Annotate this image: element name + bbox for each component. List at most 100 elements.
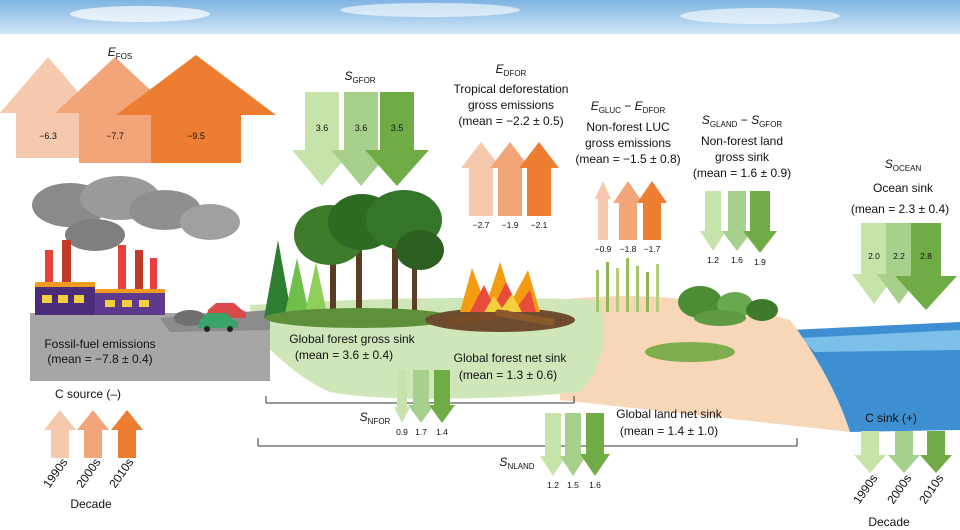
efos-mean: (mean = −7.8 ± 0.4) [47,352,152,366]
conifer-tree [264,240,292,318]
burning-log [495,309,555,326]
legend-source-decade-3: 2010s [106,456,136,491]
snfor-value-1: 0.9 [396,427,408,437]
sgland-value-3: 1.9 [754,257,766,267]
sgfor-symbol: SGFOR [344,69,375,85]
factory-window [74,295,84,303]
legend-sink-decade-1: 1990s [850,472,880,507]
edfor-arrows: −2.7−1.9−2.1 [461,142,559,230]
snland-value-1: 1.2 [547,480,559,490]
egluc-caption-2: gross emissions [585,136,671,150]
sgfor-mean: (mean = 3.6 ± 0.4) [295,348,393,362]
factory-roof [35,282,95,287]
socean-mean: (mean = 2.3 ± 0.4) [851,202,949,216]
edfor-symbol: EDFOR [496,62,527,78]
egluc-arrow-1 [595,181,611,240]
fire-illustration [425,262,575,332]
socean-value-2: 2.2 [893,251,905,261]
edfor-mean: (mean = −2.2 ± 0.5) [458,114,563,128]
grass-patch [645,342,735,362]
snfor-arrow-1 [394,370,410,423]
factory-window [139,300,149,307]
cloud [340,3,520,17]
legend-sink-decade-2: 2000s [884,472,914,507]
tree-trunk [392,245,398,315]
edfor-value-2: −1.9 [502,220,519,230]
edfor-caption-1: Tropical deforestation [454,82,569,96]
flame [470,282,536,312]
reed [596,270,599,312]
factory-window [58,295,68,303]
sgland-value-2: 1.6 [731,255,743,265]
sgland-symbol: SGLAND − SGFOR [702,113,783,129]
edfor-arrow-3 [519,142,559,216]
factory-roof [95,289,165,293]
forest-net-mean: (mean = 1.3 ± 0.6) [459,368,557,382]
legend-sink-title: C sink (+) [865,411,917,425]
sgfor-arrow-2 [331,92,391,186]
efos-value-2: −7.7 [106,131,124,141]
egluc-caption-1: Non-forest LUC [586,120,670,134]
edfor-arrow-2 [490,142,530,216]
snland-arrow-2 [560,413,586,476]
sgfor-caption: Global forest gross sink [289,332,415,346]
legend-source-decade-1: 1990s [40,456,70,491]
reed [636,266,639,312]
egluc-symbol: EGLUC − EDFOR [591,99,666,115]
snland-arrows: 1.2 1.5 1.6 [540,413,610,490]
shrub [678,286,722,318]
snfor-symbol: SNFOR [360,410,391,426]
car-wheel [204,326,210,332]
factory-illustration [32,176,246,332]
edfor-value-3: −2.1 [531,220,548,230]
sgland-arrow-2 [722,191,752,251]
forest-net-caption: Global forest net sink [454,351,568,365]
sgfor-value-2: 3.6 [355,123,368,133]
reed [606,262,609,312]
sgland-arrow-3 [743,191,777,253]
sgland-caption-2: gross sink [715,150,770,164]
efos-symbol: EFOS [108,45,132,61]
efos-arrow-2 [55,57,175,163]
car-wheel [227,326,233,332]
sgfor-arrow-3 [365,92,429,186]
beach-land [560,296,850,432]
snfor-value-3: 1.4 [436,427,448,437]
smoke-cloud [65,219,125,251]
legend-source-decade-2: 2000s [73,456,103,491]
cloud [70,6,210,22]
egluc-mean: (mean = −1.5 ± 0.8) [575,152,680,166]
efos-caption: Fossil-fuel emissions [44,337,155,351]
ocean-shallow [800,330,960,352]
snland-symbol: SNLAND [499,455,534,471]
exhaust-smoke [174,310,206,326]
legend-source-arrow-3 [111,410,143,458]
chimney [150,258,157,315]
socean-caption: Ocean sink [873,181,934,195]
burning-log [450,310,510,325]
forest-floor [265,308,455,328]
egluc-arrows: −0.9−1.8−1.7 [595,181,667,254]
legend-source-arrow-2 [77,410,109,458]
efos-arrow-1 [0,57,96,158]
efos-value-3: −9.5 [187,131,205,141]
sgland-arrow-1 [700,191,726,251]
legend-sink-axis: Decade [868,515,910,529]
legend-sink-decade-3: 2010s [916,472,946,507]
snland-arrow-1 [540,413,566,476]
efos-arrows: −6.3−7.7−9.5 [0,55,276,163]
snland-value-3: 1.6 [589,480,601,490]
reed [646,272,649,312]
chimney [118,245,126,315]
flame [484,294,522,312]
reed [616,268,619,312]
sgland-caption-1: Non-forest land [701,134,783,148]
egluc-value-2: −1.8 [620,244,637,254]
snland-value-2: 1.5 [567,480,579,490]
